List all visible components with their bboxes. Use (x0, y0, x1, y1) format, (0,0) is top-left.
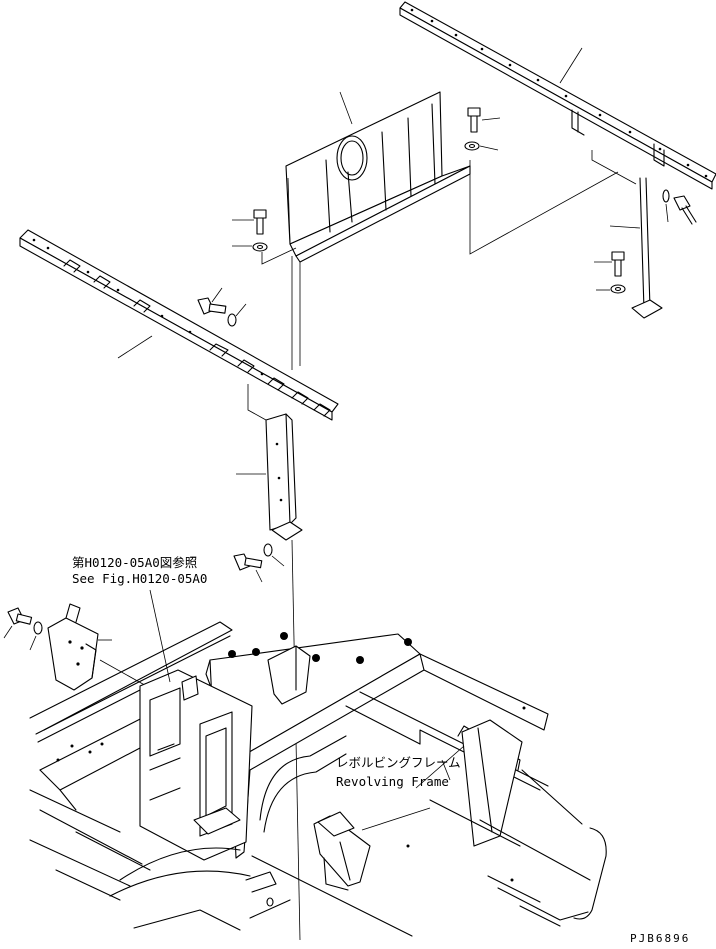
left-long-rail (19, 229, 339, 421)
drawing-code: PJB6896 (630, 932, 690, 945)
l-bracket-left (47, 603, 112, 691)
center-panel (285, 91, 471, 263)
bolt-4 (673, 195, 697, 225)
top-right-rail (399, 1, 716, 190)
washer-3 (596, 284, 626, 294)
bolt-1 (232, 209, 267, 235)
reference-note-en: See Fig.H0120-05A0 (72, 571, 207, 586)
reference-note-jp: 第H0120-05A0図参照 (72, 555, 197, 570)
bolt-2 (467, 107, 501, 133)
annotation-leaders (149, 589, 465, 831)
vertical-bracket-right (609, 177, 663, 319)
bolt-6 (233, 553, 263, 583)
frame-label-en: Revolving Frame (336, 774, 449, 789)
vertical-bracket-center (236, 413, 303, 541)
bolt-3 (594, 251, 625, 277)
washer-5 (227, 303, 247, 327)
washer-4 (662, 189, 670, 223)
washer-2 (464, 141, 499, 151)
bolt-7 (3, 607, 33, 639)
frame-label-jp: レボルビングフレーム (336, 755, 461, 770)
bolt-5 (197, 287, 227, 315)
washer-1 (232, 242, 268, 252)
revolving-frame (29, 621, 607, 937)
washer-6 (263, 543, 285, 567)
washer-7 (29, 621, 43, 651)
